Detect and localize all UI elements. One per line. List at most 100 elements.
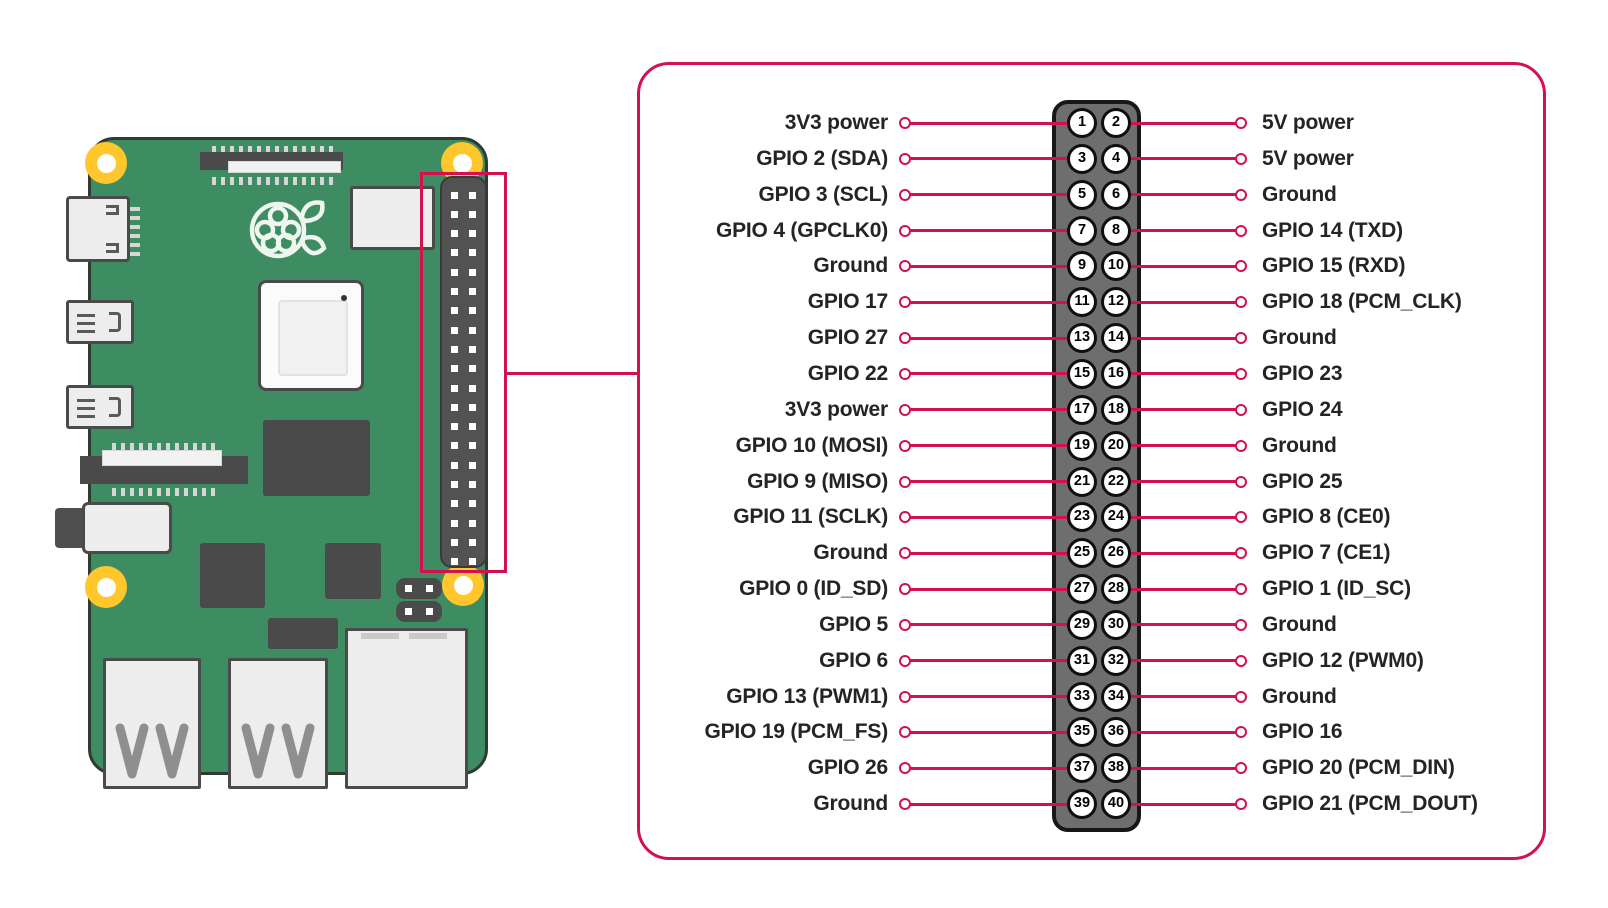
pin-row: Ground 39 40 GPIO 21 (PCM_DOUT) [0, 786, 1608, 822]
pin-number-odd: 1 [1067, 108, 1097, 138]
board-gpio-pin [450, 365, 458, 373]
board-gpio-pin [450, 268, 458, 276]
board-gpio-pin [468, 249, 476, 257]
display-connector-teeth-top [112, 443, 216, 451]
board-gpio-pin [468, 268, 476, 276]
wire-right [1116, 444, 1241, 448]
wire-right [1116, 121, 1241, 125]
wire-right [1116, 229, 1241, 233]
board-gpio-pin [450, 461, 458, 469]
wire-left [909, 300, 1082, 304]
pin-function-label-left: GPIO 11 (SCLK) [733, 505, 888, 529]
pin-row: GPIO 22 15 16 GPIO 23 [0, 356, 1608, 392]
pin-number-odd: 5 [1067, 179, 1097, 210]
pin-number-even: 34 [1101, 681, 1131, 712]
wire-left [909, 157, 1082, 161]
wire-right [1116, 730, 1241, 734]
board-gpio-pin [450, 538, 458, 546]
pin-function-label-right: GPIO 25 [1262, 469, 1343, 493]
camera-connector-latch [228, 161, 341, 173]
camera-connector-teeth-bottom [212, 177, 336, 185]
hdmi-port [66, 196, 130, 262]
pin-number-even: 14 [1101, 323, 1131, 354]
pin-number-even: 4 [1101, 143, 1131, 174]
wire-endpoint-dot-right [1235, 224, 1247, 237]
display-connector-latch [102, 450, 222, 466]
board-gpio-pin [468, 538, 476, 546]
wire-endpoint-dot-left [899, 188, 911, 201]
pin-row: GPIO 4 (GPCLK0) 7 8 GPIO 14 (TXD) [0, 213, 1608, 249]
wire-endpoint-dot-right [1235, 690, 1247, 703]
wire-left [909, 480, 1082, 483]
wire-left [909, 121, 1082, 125]
pin-row: GPIO 11 (SCLK) 23 24 GPIO 8 (CE0) [0, 499, 1608, 535]
board-gpio-pin [450, 191, 458, 199]
board-gpio-pin [450, 326, 458, 334]
pin-number-odd: 17 [1067, 394, 1097, 425]
pin-row: 3V3 power 1 2 5V power [0, 105, 1608, 141]
pin-number-even: 30 [1101, 609, 1131, 640]
board-gpio-pin [450, 288, 458, 295]
pin-number-even: 8 [1101, 215, 1131, 246]
pin-number-odd: 27 [1067, 574, 1097, 605]
ethernet-tab [361, 633, 399, 639]
pin-number-odd: 11 [1067, 287, 1097, 318]
pin-row: Ground 9 10 GPIO 15 (RXD) [0, 248, 1608, 284]
board-gpio-pin [450, 423, 458, 431]
wire-left [909, 659, 1082, 663]
pin-function-label-left: GPIO 22 [807, 361, 889, 385]
memory-chip [263, 420, 370, 496]
usb-a-double-port [228, 658, 328, 789]
wire-endpoint-dot-right [1235, 260, 1247, 273]
wire-left [909, 623, 1082, 627]
pin-function-label-left: GPIO 19 (PCM_FS) [704, 720, 888, 744]
wire-endpoint-dot-left [899, 403, 911, 416]
pin-number-odd: 25 [1067, 538, 1097, 569]
wire-endpoint-dot-left [899, 690, 911, 703]
pin-number-even: 36 [1101, 717, 1131, 748]
pin-row: GPIO 9 (MISO) 21 22 GPIO 25 [0, 464, 1608, 500]
mounting-hole [85, 566, 127, 608]
pin-function-label-right: 5V power [1262, 111, 1354, 134]
wire-left [909, 551, 1082, 555]
pin-number-odd: 15 [1067, 358, 1097, 389]
micro-usb-port [66, 300, 134, 344]
pin-function-label-right: GPIO 24 [1262, 397, 1343, 421]
pin-number-even: 26 [1101, 538, 1131, 569]
pin-function-label-right: GPIO 20 (PCM_DIN) [1262, 756, 1455, 780]
wire-endpoint-dot-right [1235, 726, 1247, 739]
mounting-hole [85, 142, 127, 184]
wire-left [909, 802, 1082, 806]
pin-number-even: 12 [1101, 287, 1131, 318]
wire-endpoint-dot-left [899, 152, 911, 165]
wire-right [1116, 408, 1241, 412]
pin-number-even: 10 [1101, 251, 1131, 282]
wire-endpoint-dot-right [1235, 762, 1247, 775]
pin-number-even: 32 [1101, 645, 1131, 676]
pin-function-label-left: GPIO 10 (MOSI) [735, 433, 889, 457]
wire-endpoint-dot-right [1235, 475, 1247, 488]
wire-left [909, 730, 1082, 734]
wire-left [909, 229, 1082, 233]
pin-function-label-right: GPIO 15 (RXD) [1262, 254, 1406, 278]
wire-endpoint-dot-right [1235, 367, 1247, 380]
camera-connector-teeth-top [212, 146, 336, 154]
pin-number-even: 6 [1101, 179, 1131, 210]
pin-function-label-right: GPIO 1 (ID_SC) [1262, 577, 1411, 601]
wire-endpoint-dot-right [1235, 188, 1247, 201]
wire-endpoint-dot-left [899, 726, 911, 739]
pin-number-even: 40 [1101, 789, 1131, 820]
poe-header [396, 578, 442, 599]
wire-endpoint-dot-left [899, 511, 911, 524]
board-gpio-pin [468, 307, 476, 315]
board-gpio-pin [468, 500, 476, 508]
display-connector-teeth-bottom [112, 488, 216, 496]
wire-right [1116, 766, 1241, 770]
wire-right [1116, 264, 1241, 268]
pin-number-odd: 39 [1067, 789, 1097, 820]
wire-left [909, 695, 1082, 699]
micro-usb-port [66, 385, 134, 429]
pin-function-label-right: GPIO 14 (TXD) [1262, 218, 1403, 242]
board-gpio-pin [468, 384, 476, 392]
pin-function-label-left: GPIO 0 (ID_SD) [739, 577, 888, 601]
